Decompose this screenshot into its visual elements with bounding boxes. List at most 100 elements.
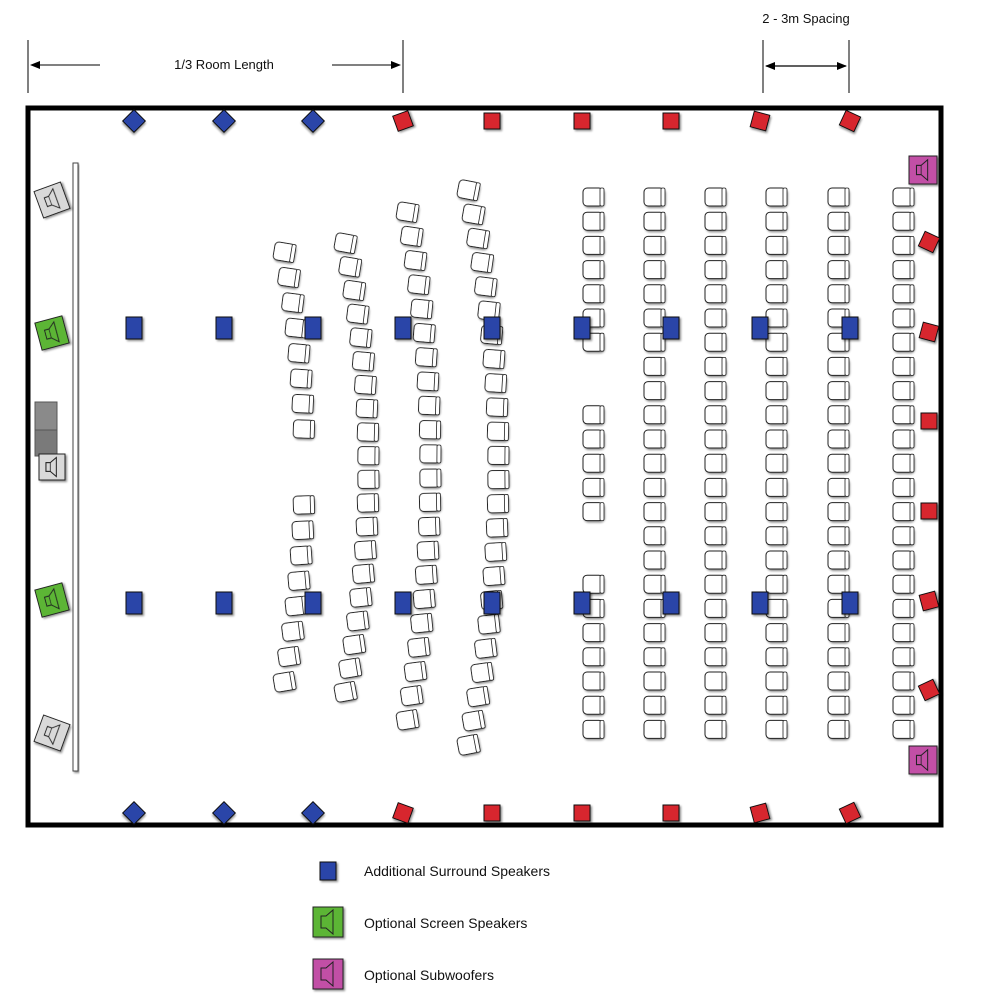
surround-speaker-red-icon [483,804,501,822]
seat [338,256,363,278]
seat [765,623,788,643]
seat [466,227,490,250]
seat [461,203,486,226]
seat [827,429,850,449]
seat [346,610,370,632]
seat [827,356,850,376]
surround-speaker-red-icon [662,804,680,822]
seat [410,298,434,320]
rear-surround-speaker-icon [918,321,940,343]
seat [704,526,727,546]
additional-surround-speaker-icon [304,316,322,340]
seat-row-10 [892,187,915,739]
seat [272,671,297,693]
surround-speaker-diamond-icon [121,800,147,826]
seat [704,477,727,497]
seat [765,381,788,401]
seat [289,368,313,389]
rear-surrounds-red [392,109,941,825]
seat [456,179,481,202]
seat [643,453,666,473]
spacing-label: 2 - 3m Spacing [762,11,849,26]
seat [892,381,915,401]
seat [704,332,727,352]
seat [419,468,442,488]
additional-surround-speaker-icon [662,316,680,340]
screen-speaker-right-icon [33,714,71,752]
seat [827,695,850,715]
seat [582,235,605,255]
surround-speaker-diamond-icon [300,800,326,826]
seat-row-9 [827,187,850,739]
center-speaker-stack [34,401,58,457]
room-length-label: 1/3 Room Length [174,57,274,72]
seat [419,444,442,464]
seat [643,356,666,376]
seat [704,187,727,207]
seat [892,429,915,449]
additional-surround-speaker-icon [751,316,769,340]
room-length-dimension: 1/3 Room Length [27,40,404,93]
seat [333,681,358,703]
seat [765,235,788,255]
seat [342,279,367,301]
additional-surround-speaker-icon [215,316,233,340]
seat [892,550,915,570]
seat [272,241,297,263]
seat [827,526,850,546]
seat [407,636,431,658]
seat-row-2 [333,232,380,703]
surround-speaker-red-icon [749,110,771,132]
seat [333,232,358,254]
legend-item-surround: Additional Surround Speakers [319,861,550,881]
seat [412,588,436,610]
seat [582,695,605,715]
seat [892,332,915,352]
additional-surround-speakers [125,316,859,615]
seat [892,260,915,280]
seat [395,709,420,731]
seat [351,351,375,372]
seat [704,211,727,231]
seat [487,470,510,490]
seat [582,647,605,667]
side-wall-surrounds-blue [121,108,326,826]
seat [470,252,494,274]
seat [643,671,666,691]
surround-speaker-red-icon [573,804,591,822]
additional-surround-speaker-icon [751,591,769,615]
seat [456,733,481,756]
seat [765,477,788,497]
seat [765,211,788,231]
seat [704,381,727,401]
additional-surround-speaker-icon [483,591,501,615]
subwoofer-bottom-icon [908,745,938,775]
seat [412,322,436,344]
seat [892,405,915,425]
seat [287,570,311,591]
seat [486,494,510,514]
seat [892,695,915,715]
seat [357,446,380,466]
additional-surround-speaker-icon [125,591,143,615]
seat [289,545,313,566]
seat [765,356,788,376]
seat [466,685,490,708]
optional-screen-speaker-upper-icon [34,315,70,351]
seat [482,348,506,370]
seat [892,526,915,546]
seat [284,595,308,617]
surround-speaker-red-icon [392,802,414,824]
seat [582,453,605,473]
seat [765,332,788,352]
seat [349,587,373,608]
subwoofers [908,155,938,775]
seat [827,405,850,425]
seat [284,317,308,339]
seat [892,453,915,473]
seat [892,284,915,304]
seat [355,516,379,537]
seat [704,623,727,643]
seat [403,661,428,682]
seat [892,211,915,231]
